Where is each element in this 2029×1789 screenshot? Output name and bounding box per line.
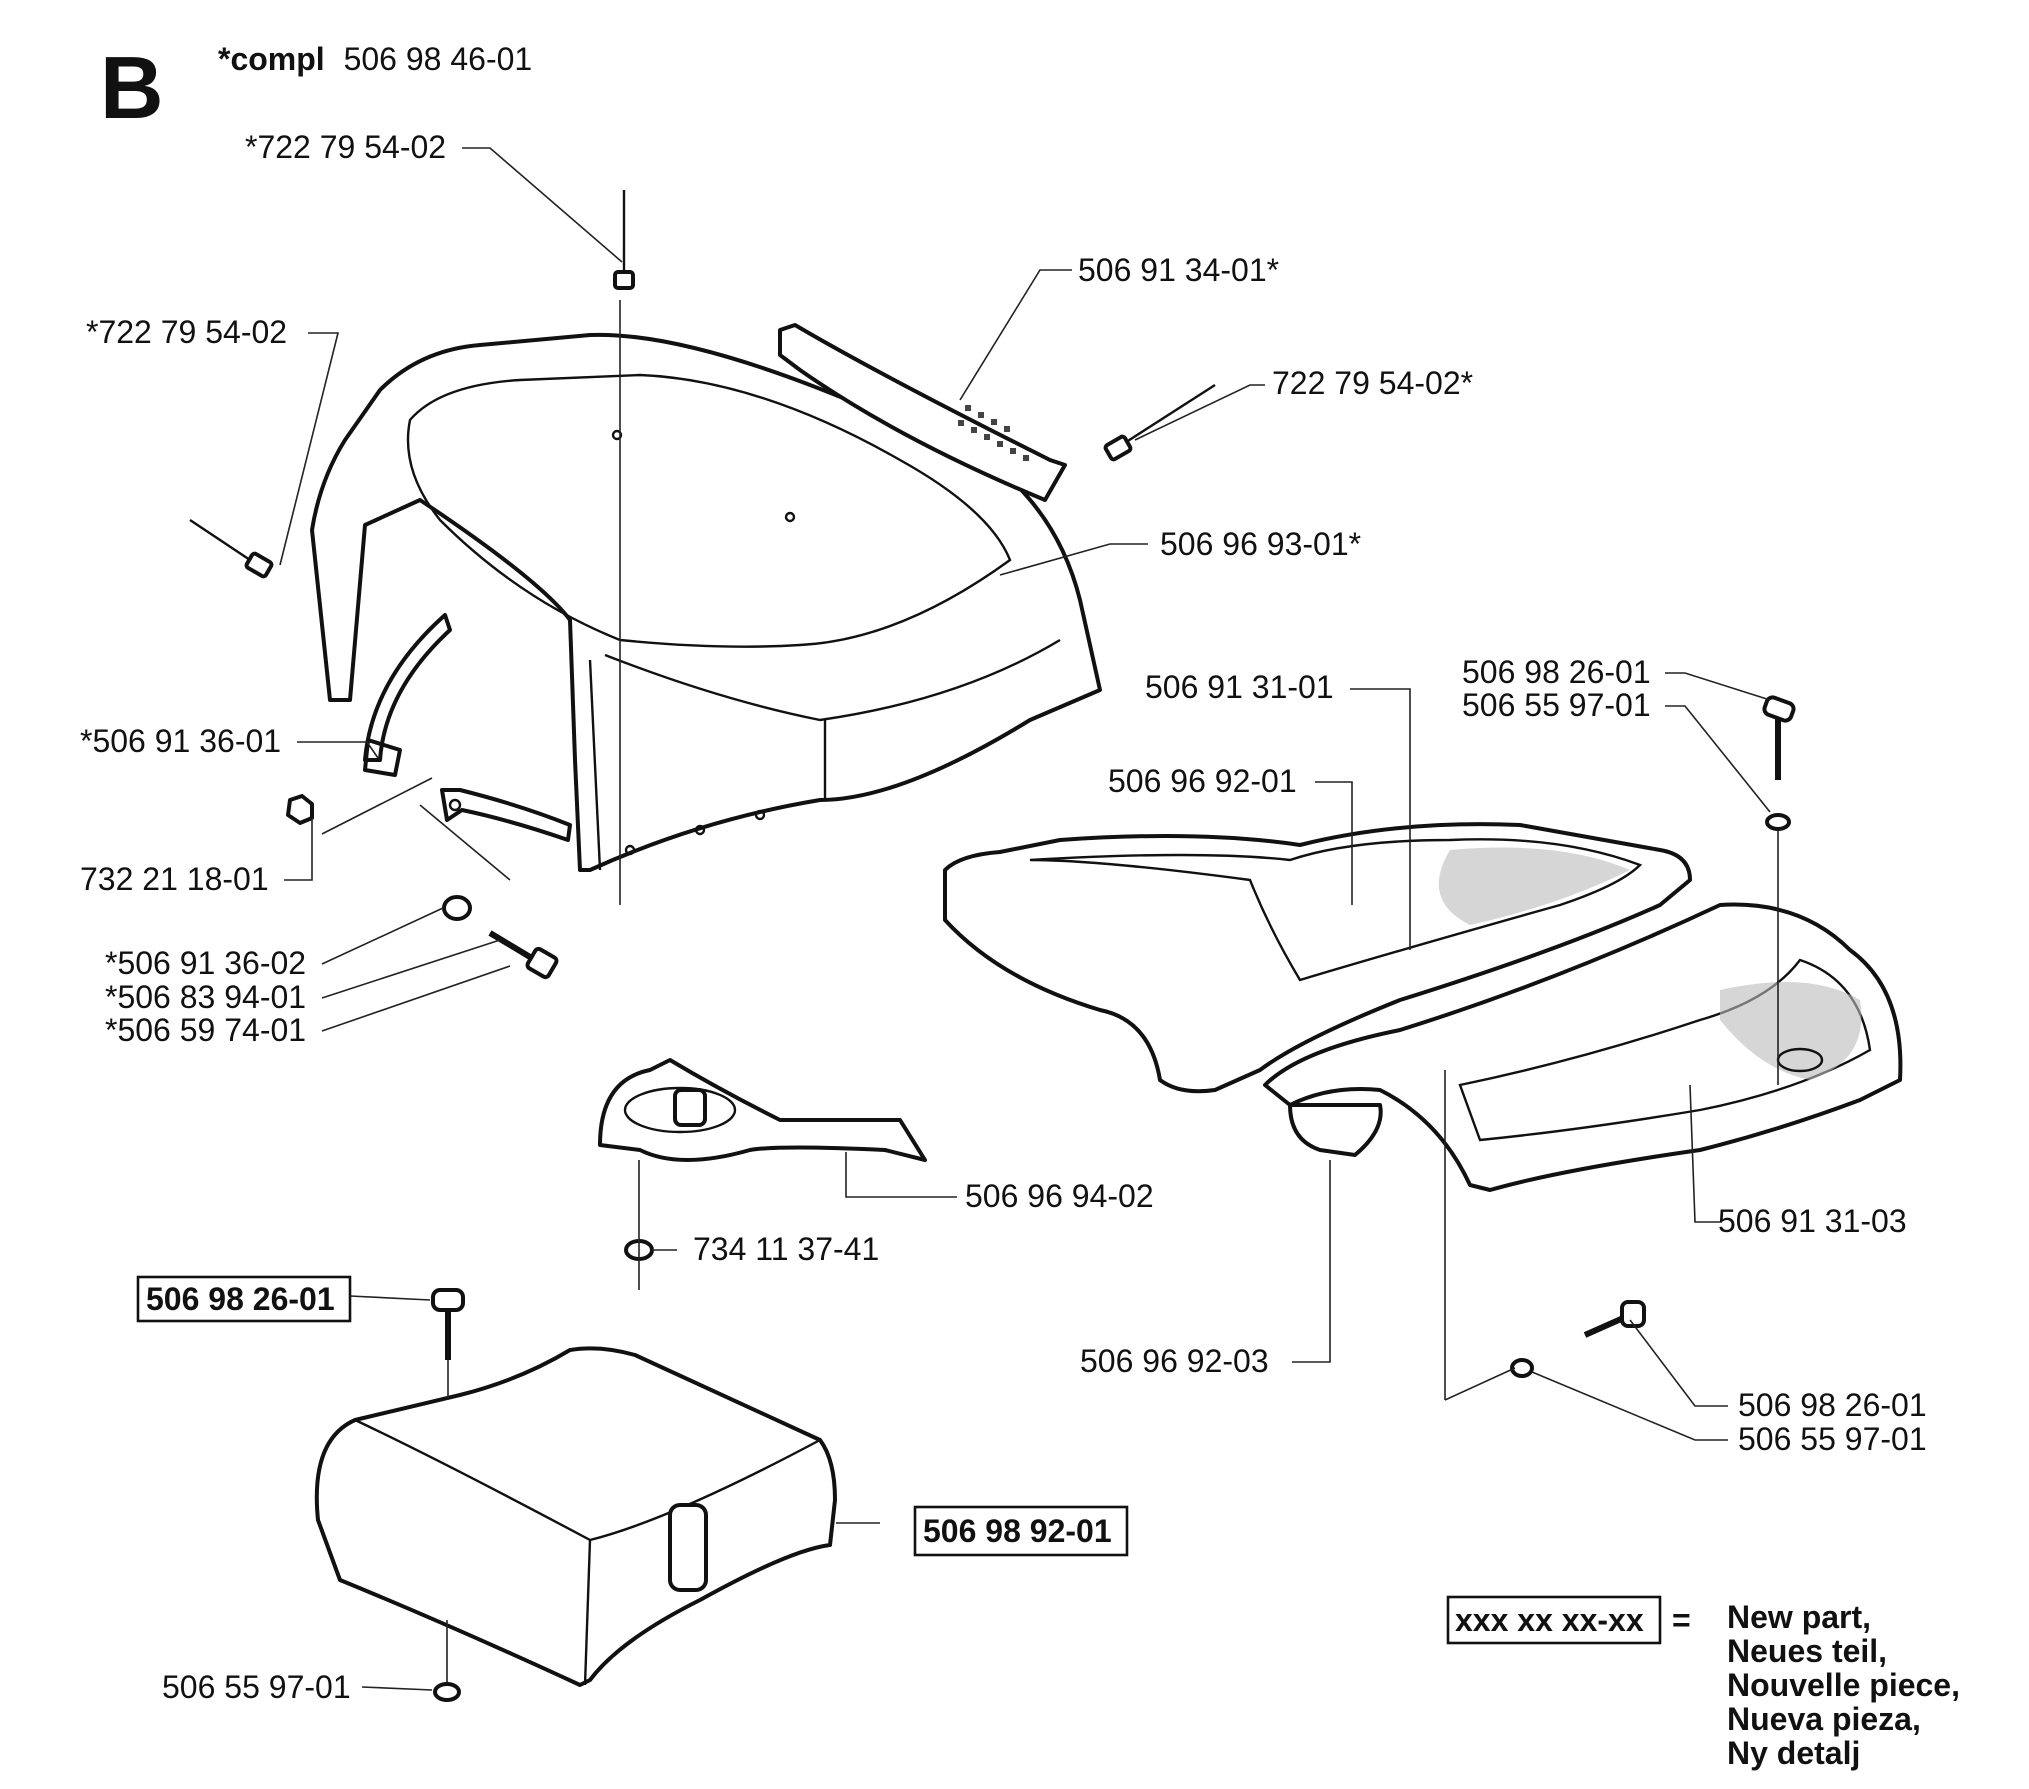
assembly-label: *compl 506 98 46-01 xyxy=(218,41,532,77)
legend-line-3: Nouvelle piece, xyxy=(1727,1667,1960,1703)
washer-right-top-part xyxy=(1765,813,1791,831)
new-part-labels: 506 98 26-01 506 98 92-01 xyxy=(136,1275,1129,1557)
label-nut: 732 21 18-01 xyxy=(80,861,269,897)
screw-right-bottom-part xyxy=(1583,1300,1646,1338)
label-battery-cover-new: 506 98 92-01 xyxy=(923,1513,1112,1549)
label-seat-frame: 506 96 92-01 xyxy=(1108,763,1297,799)
leader-lines xyxy=(279,147,1779,1691)
assembly-prefix: *compl xyxy=(218,41,325,77)
washer-right-bottom-part xyxy=(1510,1358,1534,1378)
legend-code-box xyxy=(1446,1595,1662,1645)
washer-lower-part xyxy=(442,895,472,921)
label-screw-right-top: 506 98 26-01 xyxy=(1462,654,1651,690)
hood-part xyxy=(310,332,1102,872)
nut-part xyxy=(286,794,314,825)
label-screw-right-bottom: 506 98 26-01 xyxy=(1738,1387,1927,1423)
legend-line-2: Neues teil, xyxy=(1727,1633,1887,1669)
legend-line-1: New part, xyxy=(1727,1599,1871,1635)
label-bracket-lower: *506 91 36-02 xyxy=(105,945,306,981)
assembly-number: 506 98 46-01 xyxy=(344,41,533,77)
battery-cover-part xyxy=(314,1346,837,1687)
legend-line-4: Nueva pieza, xyxy=(1727,1701,1921,1737)
rivet-right-part xyxy=(1103,383,1216,462)
section-letter: B xyxy=(100,38,164,137)
label-bracket-bottom: 506 96 92-03 xyxy=(1080,1343,1269,1379)
legend: xxx xx xx-xx = New part, Neues teil, Nou… xyxy=(1446,1595,1960,1771)
legend-code: xxx xx xx-xx xyxy=(1455,1602,1644,1638)
screw-right-top-part xyxy=(1762,695,1796,780)
label-bolt-lower: *506 59 74-01 xyxy=(105,1012,306,1048)
label-tray: 506 96 94-02 xyxy=(965,1178,1154,1214)
battery-cover-box xyxy=(913,1505,1129,1557)
label-washer-right-bottom: 506 55 97-01 xyxy=(1738,1421,1927,1457)
rivet-left-part xyxy=(189,519,274,579)
label-hood: 506 96 93-01* xyxy=(1160,526,1361,562)
bolt-lower-part xyxy=(488,930,559,980)
rivet-top-part xyxy=(613,190,635,290)
label-rivet-left: *722 79 54-02 xyxy=(86,314,287,350)
label-bracket-upper: *506 91 36-01 xyxy=(80,723,281,759)
label-washer-lower: *506 83 94-01 xyxy=(105,979,306,1015)
tray-part xyxy=(598,1058,927,1162)
label-washer-battery: 506 55 97-01 xyxy=(162,1669,351,1705)
seat-frame-part xyxy=(943,822,1692,1094)
fender-part xyxy=(1263,902,1903,1192)
label-fender: 506 91 31-03 xyxy=(1718,1203,1907,1239)
label-washer-right-top: 506 55 97-01 xyxy=(1462,687,1651,723)
label-rivet-top: *722 79 54-02 xyxy=(245,129,446,165)
bracket-lower-part xyxy=(440,788,572,842)
grille-part xyxy=(778,323,1067,502)
screw-new-box xyxy=(136,1275,352,1323)
label-screw-new: 506 98 26-01 xyxy=(146,1281,335,1317)
label-washer-tray: 734 11 37-41 xyxy=(693,1231,879,1267)
label-seat-pan: 506 91 31-01 xyxy=(1145,669,1334,705)
legend-line-5: Ny detalj xyxy=(1727,1735,1860,1771)
washer-battery-part xyxy=(433,1682,461,1702)
part-labels: *722 79 54-02 *722 79 54-02 506 91 34-01… xyxy=(80,129,1927,1705)
bracket-bottom-part xyxy=(1288,1103,1383,1157)
screw-new-part xyxy=(431,1288,465,1360)
label-rivet-right: 722 79 54-02* xyxy=(1272,365,1473,401)
bracket-upper-part xyxy=(363,613,452,777)
legend-equals: = xyxy=(1672,1602,1691,1638)
label-grille: 506 91 34-01* xyxy=(1078,252,1279,288)
bracket-lower-hole xyxy=(448,798,462,812)
